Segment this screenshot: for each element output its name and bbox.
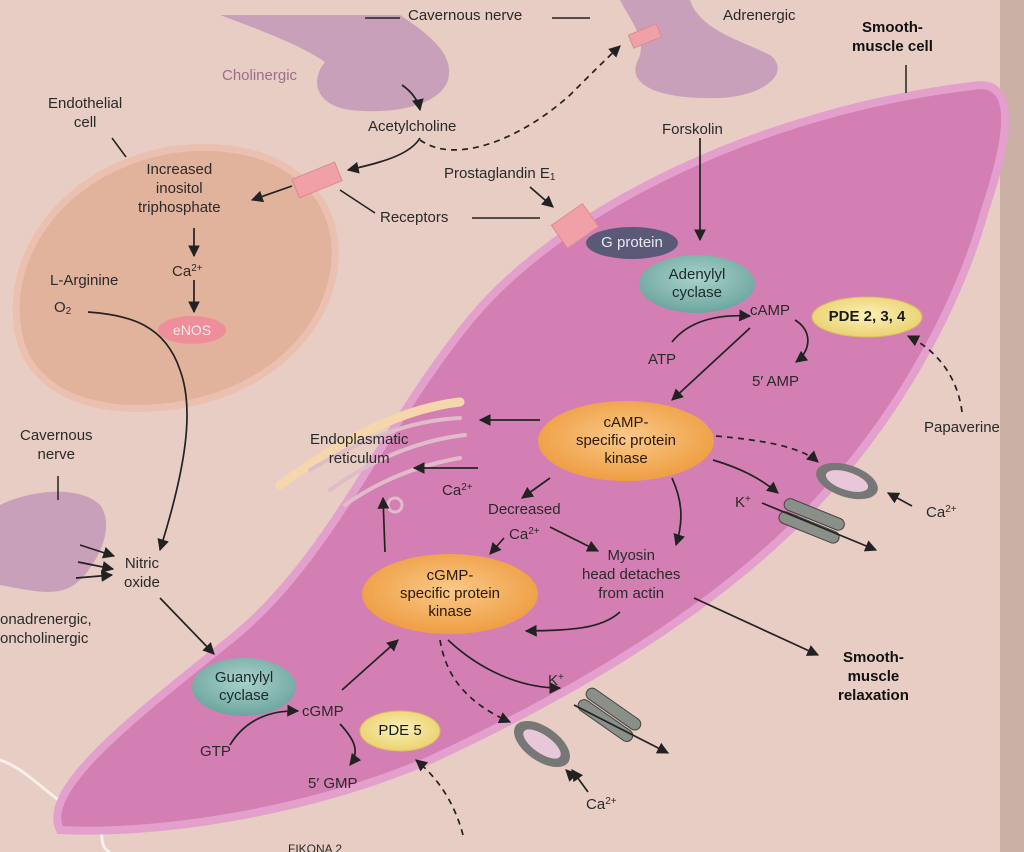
label-o2: O2 — [54, 298, 71, 321]
label-nonadrenergic: onadrenergic, oncholinergic — [0, 611, 92, 647]
label-ca-upper-right: Ca2+ — [926, 500, 957, 522]
camp-kinase-shape — [538, 401, 714, 481]
label-smooth-muscle-relaxation: Smooth- muscle relaxation — [838, 649, 909, 704]
enos-shape — [158, 316, 226, 344]
node-enos: eNOS — [172, 322, 212, 338]
cgmp-kinase-shape — [362, 554, 538, 634]
label-adrenergic: Adrenergic — [723, 7, 796, 24]
guanylyl-cyclase-shape — [192, 658, 296, 716]
receptor-adrenergic — [627, 23, 663, 49]
label-myosin: Myosin head detaches from actin — [582, 547, 681, 602]
adenylyl-cyclase-shape — [639, 255, 755, 313]
label-caption: FIKONA 2 — [288, 842, 343, 852]
endothelial-cell-shape — [12, 143, 339, 413]
label-decreased: Decreased — [488, 501, 561, 518]
ca-charge: 2+ — [191, 263, 203, 274]
o2-text: O — [54, 299, 66, 316]
label-cgmp: cGMP — [302, 703, 344, 720]
node-g-protein: G protein — [601, 234, 663, 251]
label-k-lower: K+ — [548, 668, 564, 690]
endoplasmic-reticulum — [275, 397, 467, 514]
potassium-channel-upper — [778, 498, 845, 544]
node-cgmp-kinase: cGMP- specific protein kinase — [399, 567, 501, 620]
leader-lines — [57, 17, 907, 500]
dashed-arrows — [415, 45, 963, 836]
k-lower-text: K — [548, 672, 559, 689]
label-increased-ip3: Increased inositol triphosphate — [138, 161, 221, 216]
pde234-shape — [811, 296, 923, 338]
k-lower-charge: + — [558, 672, 564, 683]
node-guanylyl-cyclase: Guanylyl cyclase — [214, 669, 274, 704]
label-l-arginine: L-Arginine — [50, 272, 119, 289]
label-gtp: GTP — [200, 743, 231, 760]
node-camp-kinase: cAMP- specific protein kinase — [575, 414, 677, 467]
node-pde234: PDE 2, 3, 4 — [828, 308, 906, 325]
pathway-arrows — [75, 84, 913, 793]
label-atp: ATP — [648, 351, 677, 368]
label-ca-decreased: Ca2+ — [509, 522, 540, 544]
ca-er-charge: 2+ — [461, 482, 473, 493]
label-cholinergic: Cholinergic — [222, 67, 298, 84]
receptor-endothelial — [291, 161, 343, 199]
receptor-prostaglandin — [550, 202, 600, 250]
nanc-nerve-terminal — [0, 491, 107, 592]
label-cavernous-nerve-top: Cavernous nerve — [408, 7, 523, 24]
pde5-shape — [359, 710, 441, 752]
label-nitric-oxide: Nitric oxide — [124, 555, 160, 591]
g-protein-shape — [586, 227, 678, 259]
label-receptors: Receptors — [380, 209, 449, 226]
ca-er-text: Ca — [442, 482, 462, 499]
cholinergic-nerve-terminal — [220, 15, 450, 112]
prostaglandin-subscript: 1 — [549, 172, 556, 183]
calcium-channel-lower — [514, 720, 570, 768]
label-endothelial-cell: Endothelial cell — [48, 95, 123, 131]
ca-lower-charge: 2+ — [605, 796, 617, 807]
k-upper-text: K — [735, 494, 746, 511]
node-adenylyl-cyclase: Adenylyl cyclase — [668, 266, 726, 301]
ca-lower-text: Ca — [586, 796, 606, 813]
label-camp: cAMP — [750, 302, 791, 319]
adrenergic-nerve-terminal — [620, 0, 778, 99]
label-k-upper: K+ — [735, 490, 751, 512]
label-forskolin: Forskolin — [662, 121, 723, 138]
label-smooth-muscle-cell: Smooth- muscle cell — [852, 19, 933, 55]
k-upper-charge: + — [745, 494, 751, 505]
ca-text: Ca — [172, 263, 192, 280]
label-papaverine: Papaverine — [924, 419, 1000, 436]
label-cavernous-nerve-left: Cavernous nerve — [20, 427, 93, 463]
o2-subscript: 2 — [65, 306, 72, 317]
label-ca-lower: Ca2+ — [586, 792, 617, 814]
ca-decreased-text: Ca — [509, 526, 529, 543]
ca-upper-right-charge: 2+ — [945, 504, 957, 515]
label-5-amp: 5′ AMP — [752, 373, 799, 390]
ca-upper-right-text: Ca — [926, 504, 946, 521]
label-acetylcholine: Acetylcholine — [368, 118, 457, 135]
label-ca-ip3: Ca2+ — [172, 259, 203, 281]
node-pde5: PDE 5 — [378, 722, 422, 739]
ca-decreased-charge: 2+ — [528, 526, 540, 537]
label-endoplasmatic-reticulum: Endoplasmatic reticulum — [310, 431, 409, 467]
prostaglandin-text: Prostaglandin E — [444, 165, 550, 182]
smooth-muscle-cell-shape — [53, 80, 1010, 835]
label-ca-er: Ca2+ — [442, 478, 473, 500]
label-5-gmp: 5′ GMP — [308, 775, 358, 792]
label-prostaglandin: Prostaglandin E1 — [444, 164, 555, 187]
calcium-channel-upper — [816, 462, 878, 500]
